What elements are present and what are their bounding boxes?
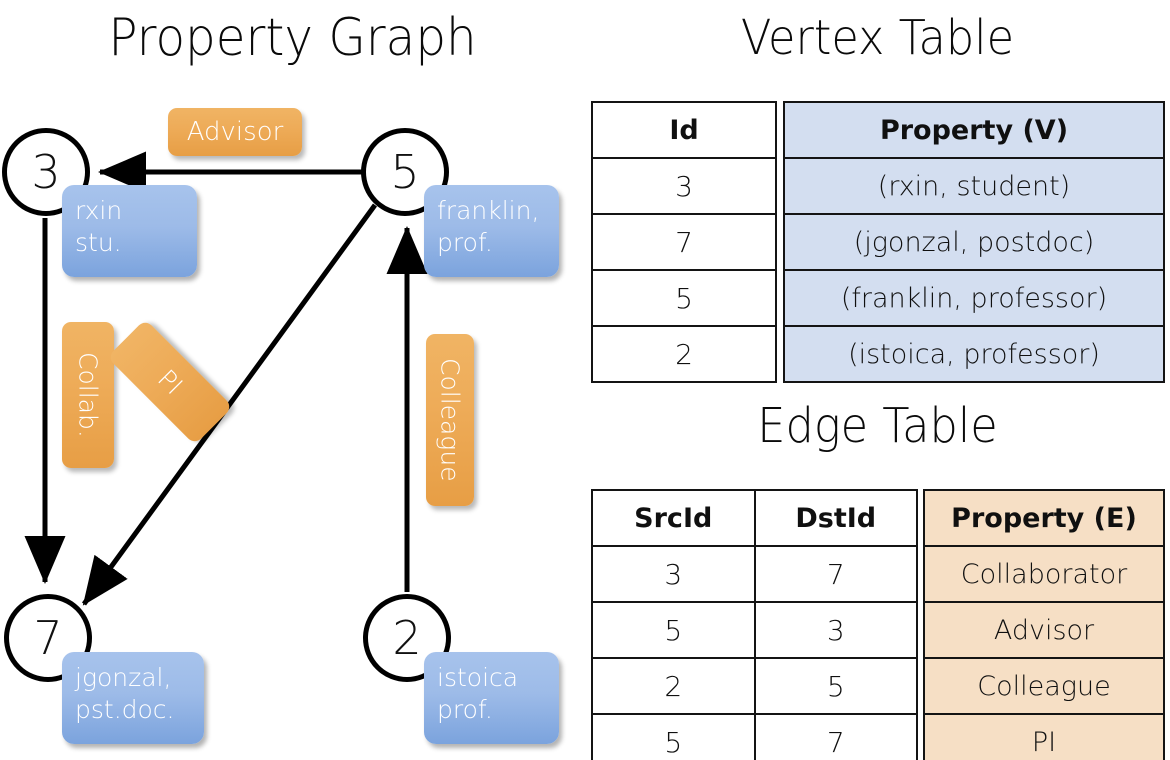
- table-row[interactable]: 3: [591, 157, 777, 215]
- edge-table-cell-property: Advisor: [923, 601, 1165, 659]
- vertex-table-header-id: Id: [591, 101, 777, 159]
- edge-table-cell-dstid: 7: [753, 713, 918, 760]
- edge-table-cell-srcid: 2: [591, 657, 756, 715]
- edge-table-cell-property: PI: [923, 713, 1165, 760]
- edge-table-cell-dstid: 7: [753, 545, 918, 603]
- edge-label-box-collab: Collab.: [62, 322, 114, 468]
- edge-label-advisor-text: Advisor: [186, 117, 284, 147]
- edge-label-colleague-text: Colleague: [435, 358, 465, 482]
- vertex-table-header-property: Property (V): [783, 101, 1165, 159]
- table-row[interactable]: 3 7: [591, 545, 918, 603]
- edge-label-collab-text: Collab.: [73, 352, 103, 438]
- property-graph-diagram: 3 5 7 2 rxin stu. franklin, prof. jgonza…: [2, 108, 559, 744]
- edge-label-pi-text: PI: [151, 363, 189, 401]
- edge-table-cell-dstid: 5: [753, 657, 918, 715]
- graph-node-7-id: 7: [33, 611, 63, 665]
- vertex-property-istoica-line2: prof.: [437, 695, 493, 724]
- edge-table-cell-srcid: 5: [591, 601, 756, 659]
- vertex-property-franklin-line1: franklin,: [437, 196, 540, 225]
- table-row[interactable]: 5 7: [591, 713, 918, 760]
- table-row[interactable]: (istoica, professor): [783, 325, 1165, 383]
- vertex-property-box-rxin: rxin stu.: [62, 185, 197, 277]
- edge-table-id-columns: SrcId DstId 3 7 5 3 2 5 5 7: [591, 489, 918, 760]
- edge-table-header-property: Property (E): [923, 489, 1165, 547]
- vertex-property-box-jgonzal: jgonzal, pst.doc.: [62, 652, 204, 744]
- table-row[interactable]: (jgonzal, postdoc): [783, 213, 1165, 271]
- table-row[interactable]: 5 3: [591, 601, 918, 659]
- vertex-property-jgonzal-line2: pst.doc.: [75, 695, 175, 724]
- vertex-table-cell-id: 3: [591, 157, 777, 215]
- vertex-property-istoica-line1: istoica: [437, 663, 519, 692]
- table-row[interactable]: 7: [591, 213, 777, 271]
- vertex-table-cell-id: 2: [591, 325, 777, 383]
- table-header-row: Property (V): [783, 101, 1165, 159]
- graph-node-2-id: 2: [392, 611, 422, 665]
- table-row[interactable]: Advisor: [923, 601, 1165, 659]
- vertex-table-cell-property: (jgonzal, postdoc): [783, 213, 1165, 271]
- edge-label-box-advisor: Advisor: [168, 108, 302, 156]
- edge-table-cell-srcid: 3: [591, 545, 756, 603]
- edge-table-cell-property: Collaborator: [923, 545, 1165, 603]
- page-title-vertex-table: Vertex Table: [740, 10, 1015, 66]
- edge-table-header-srcid: SrcId: [591, 489, 756, 547]
- vertex-table-property-column: Property (V) (rxin, student) (jgonzal, p…: [783, 101, 1165, 383]
- graph-node-3-id: 3: [31, 145, 61, 199]
- vertex-table-cell-property: (rxin, student): [783, 157, 1165, 215]
- vertex-property-jgonzal-line1: jgonzal,: [75, 663, 172, 692]
- table-row[interactable]: Colleague: [923, 657, 1165, 715]
- table-row[interactable]: (rxin, student): [783, 157, 1165, 215]
- edge-table-header-dstid: DstId: [753, 489, 918, 547]
- vertex-property-box-istoica: istoica prof.: [424, 652, 559, 744]
- vertex-property-box-franklin: franklin, prof.: [424, 185, 559, 277]
- vertex-property-franklin-line2: prof.: [437, 228, 493, 257]
- graph-node-5[interactable]: 5: [361, 128, 449, 216]
- vertex-table-cell-id: 7: [591, 213, 777, 271]
- vertex-table-cell-id: 5: [591, 269, 777, 327]
- table-row[interactable]: (franklin, professor): [783, 269, 1165, 327]
- page-title-edge-table: Edge Table: [757, 398, 998, 454]
- table-row[interactable]: Collaborator: [923, 545, 1165, 603]
- edge-table-cell-srcid: 5: [591, 713, 756, 760]
- table-header-row: Property (E): [923, 489, 1165, 547]
- vertex-table-cell-property: (istoica, professor): [783, 325, 1165, 383]
- edge-table-cell-property: Colleague: [923, 657, 1165, 715]
- table-header-row: Id: [591, 101, 777, 159]
- vertex-table-cell-property: (franklin, professor): [783, 269, 1165, 327]
- vertex-table-id-column: Id 3 7 5 2: [591, 101, 777, 383]
- vertex-property-rxin-line1: rxin: [75, 196, 123, 225]
- vertex-property-rxin-line2: stu.: [75, 228, 122, 257]
- graph-node-5-id: 5: [390, 145, 420, 199]
- graph-node-2[interactable]: 2: [363, 594, 451, 682]
- page-title-property-graph: Property Graph: [108, 8, 477, 68]
- table-row[interactable]: 2: [591, 325, 777, 383]
- table-row[interactable]: 2 5: [591, 657, 918, 715]
- edge-table-cell-dstid: 3: [753, 601, 918, 659]
- table-row[interactable]: 5: [591, 269, 777, 327]
- table-header-row: SrcId DstId: [591, 489, 918, 547]
- edge-label-box-colleague: Colleague: [426, 334, 474, 506]
- table-row[interactable]: PI: [923, 713, 1165, 760]
- edge-table-property-column: Property (E) Collaborator Advisor Collea…: [923, 489, 1165, 760]
